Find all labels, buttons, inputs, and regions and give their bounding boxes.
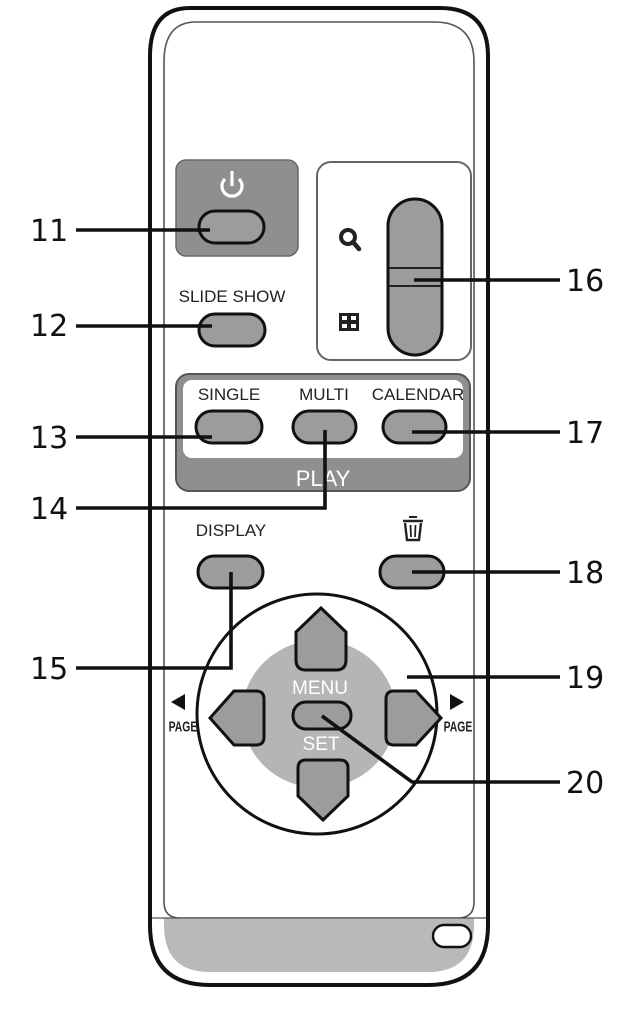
- leader-14: [76, 430, 327, 510]
- leader-15: [76, 572, 233, 670]
- power-panel: [175, 159, 299, 257]
- callout-17: 17: [566, 416, 604, 451]
- zoom-panel: [316, 161, 472, 361]
- callout-20: 20: [566, 766, 604, 801]
- callout-13: 13: [30, 421, 68, 456]
- display-label: DISPLAY: [196, 521, 267, 540]
- ir-window: [431, 923, 473, 949]
- single-button[interactable]: [194, 409, 264, 445]
- callout-19: 19: [566, 661, 604, 696]
- calendar-button[interactable]: [381, 409, 448, 445]
- thumbnail-grid-icon: [339, 313, 359, 331]
- nav-up-button[interactable]: [294, 605, 348, 672]
- single-label: SINGLE: [198, 385, 260, 404]
- calendar-label: CALENDAR: [372, 385, 465, 404]
- remote-body: [148, 6, 490, 987]
- trash-icon: [403, 516, 423, 542]
- callout-12: 12: [30, 309, 68, 344]
- page-left-label: PAGE: [169, 718, 198, 735]
- nav-right-button[interactable]: [384, 689, 444, 747]
- slide-show-button[interactable]: [197, 312, 267, 348]
- navigation-pad: MENU SET PAGE PAGE: [169, 592, 473, 836]
- nav-left-button[interactable]: [207, 689, 266, 747]
- magnifier-icon: [339, 228, 362, 252]
- set-label: SET: [303, 734, 340, 755]
- right-triangle-icon: [450, 694, 464, 710]
- leader-20: [320, 714, 560, 784]
- callout-14: 14: [30, 492, 68, 527]
- play-label: PLAY: [296, 466, 351, 491]
- leader-lines: [76, 228, 560, 784]
- slide-show-label: SLIDE SHOW: [179, 287, 286, 306]
- callout-18: 18: [566, 556, 604, 591]
- callout-11: 11: [30, 214, 68, 249]
- power-button[interactable]: [197, 209, 266, 245]
- menu-set-button[interactable]: [291, 700, 353, 731]
- power-icon: [220, 171, 244, 198]
- zoom-rocker[interactable]: [386, 197, 444, 357]
- menu-label: MENU: [292, 678, 348, 699]
- multi-label: MULTI: [299, 385, 349, 404]
- callout-16: 16: [566, 264, 604, 299]
- left-triangle-icon: [171, 694, 185, 710]
- callout-15: 15: [30, 652, 68, 687]
- callout-numbers: 11 12 13 14 15 16 17 18 19 20: [30, 214, 604, 801]
- nav-down-button[interactable]: [296, 758, 350, 823]
- page-right-label: PAGE: [444, 718, 473, 735]
